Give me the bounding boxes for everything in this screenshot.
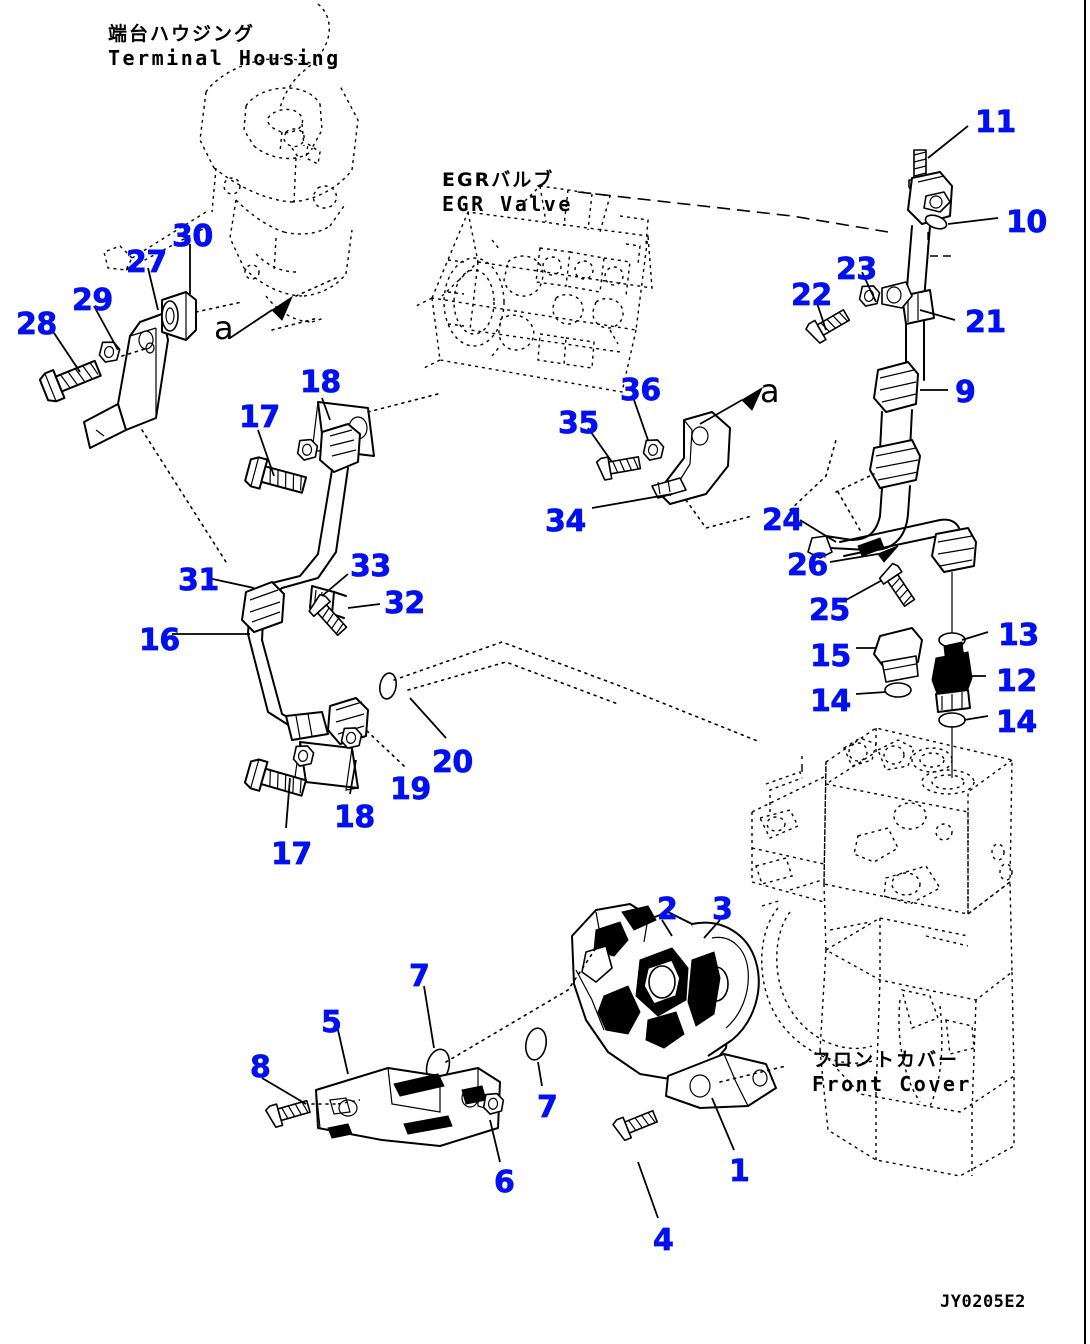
callout-number-4: 4 <box>653 1223 675 1258</box>
section-marker-a-right: a <box>760 372 780 410</box>
callout-number-13: 13 <box>998 618 1040 653</box>
callout-number-25: 25 <box>809 593 851 628</box>
callout-number-24: 24 <box>762 503 804 538</box>
bracket-34-assembly <box>587 386 837 529</box>
callout-number-3: 3 <box>712 892 734 927</box>
callout-number-8: 8 <box>250 1050 272 1085</box>
bracket-18-lower-assembly <box>242 641 761 829</box>
caption-terminal-housing-en: Terminal Housing <box>108 46 341 70</box>
callout-number-18: 18 <box>300 365 342 400</box>
callout-number-29: 29 <box>72 283 114 318</box>
callout-number-28: 28 <box>16 307 58 342</box>
caption-front-cover-en: Front Cover <box>812 1072 972 1096</box>
callout-number-11: 11 <box>975 105 1017 140</box>
callout-number-17: 17 <box>271 837 313 872</box>
drawing-number: JY0205E2 <box>940 1292 1026 1312</box>
callout-number-9: 9 <box>955 375 977 410</box>
bracket-27-assembly <box>37 244 243 563</box>
callout-number-31: 31 <box>178 563 220 598</box>
callout-number-33: 33 <box>350 549 392 584</box>
callout-number-23: 23 <box>836 252 878 287</box>
terminal-housing-phantom <box>103 3 359 323</box>
callout-number-12: 12 <box>996 664 1038 699</box>
callout-number-36: 36 <box>620 373 662 408</box>
callout-number-14: 14 <box>810 684 852 719</box>
callout-number-16: 16 <box>139 623 181 658</box>
callout-number-5: 5 <box>321 1005 343 1040</box>
callout-number-30: 30 <box>172 219 214 254</box>
egr-valve-phantom <box>415 185 653 393</box>
callout-number-34: 34 <box>545 504 587 539</box>
turbo-assembly <box>261 903 787 1219</box>
sensor-12-assembly <box>855 572 989 778</box>
callout-number-17: 17 <box>239 400 281 435</box>
callout-number-22: 22 <box>791 278 833 313</box>
callout-number-20: 20 <box>432 745 474 780</box>
section-marker-a-left: a <box>214 309 234 347</box>
callout-number-21: 21 <box>965 305 1007 340</box>
egr-to-pipe-dashed-leader <box>577 191 889 233</box>
pipe-9-assembly <box>799 125 999 610</box>
callout-number-26: 26 <box>787 548 829 583</box>
callout-number-35: 35 <box>558 406 600 441</box>
callout-number-15: 15 <box>810 639 852 674</box>
callout-number-10: 10 <box>1006 205 1048 240</box>
front-cover-phantom <box>751 727 1015 1177</box>
callout-number-32: 32 <box>384 586 426 621</box>
callout-number-6: 6 <box>494 1165 516 1200</box>
callout-number-19: 19 <box>390 772 432 807</box>
caption-terminal-housing-jp: 端台ハウジング <box>108 23 256 45</box>
pipe-16-assembly <box>172 393 439 745</box>
caption-terminal-housing: 端台ハウジング Terminal Housing <box>108 22 341 70</box>
callout-number-1: 1 <box>729 1154 751 1189</box>
callout-number-7: 7 <box>409 959 431 994</box>
caption-egr-valve: EGRバルブ EGR Valve <box>442 168 573 216</box>
callout-number-27: 27 <box>126 245 168 280</box>
callout-number-7: 7 <box>537 1090 559 1125</box>
caption-front-cover: フロントカバー Front Cover <box>812 1048 972 1096</box>
caption-front-cover-jp: フロントカバー <box>812 1049 960 1071</box>
caption-egr-valve-en: EGR Valve <box>442 192 573 216</box>
callout-number-14: 14 <box>996 705 1038 740</box>
callout-number-2: 2 <box>657 892 679 927</box>
section-arrow-a-left <box>229 277 337 339</box>
caption-egr-valve-jp: EGRバルブ <box>442 169 555 191</box>
callout-number-18: 18 <box>334 800 376 835</box>
